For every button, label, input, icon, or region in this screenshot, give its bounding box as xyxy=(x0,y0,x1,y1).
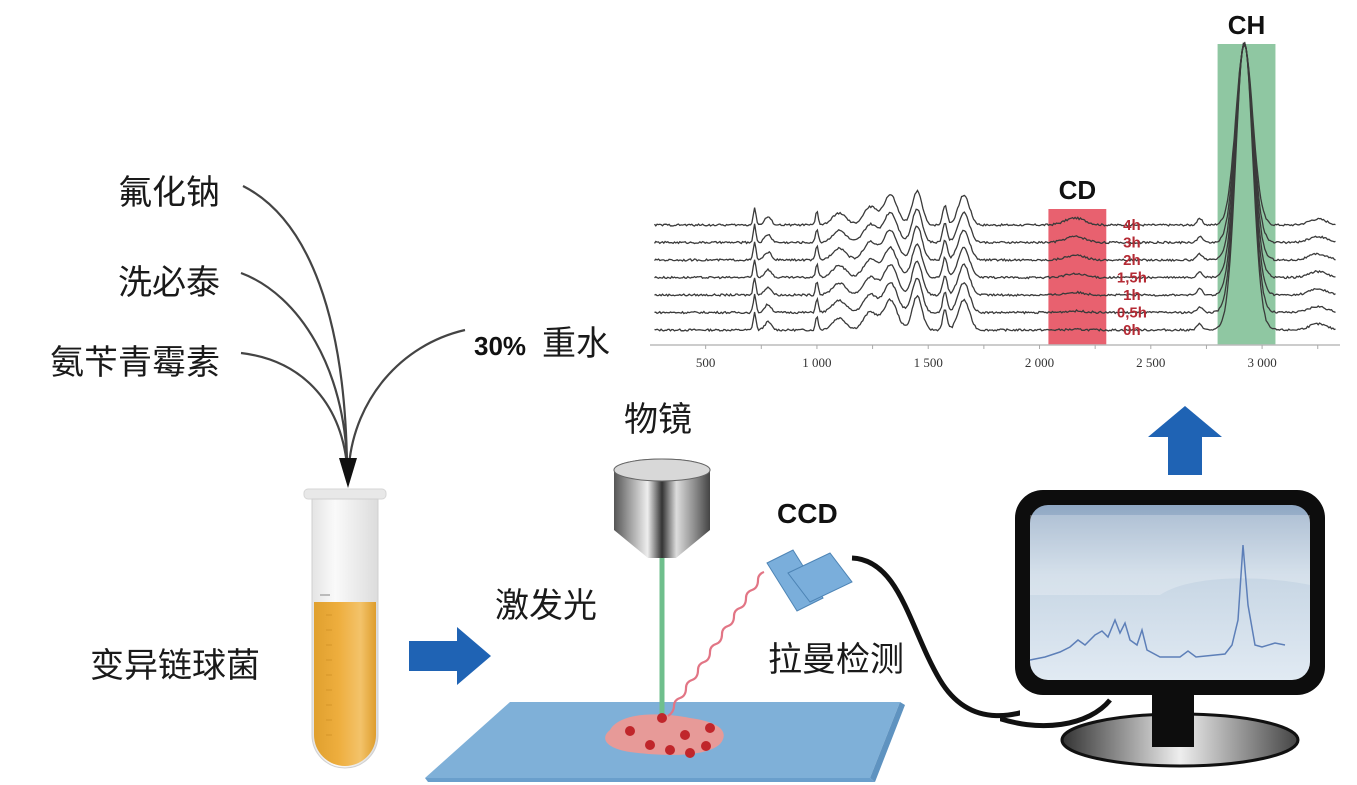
x-tick-label: 2 000 xyxy=(1025,355,1054,370)
time-label: 2h xyxy=(1123,252,1141,269)
time-label: 0h xyxy=(1123,322,1141,339)
ccd-cable xyxy=(851,555,1020,719)
x-tick-label: 1 500 xyxy=(914,355,943,370)
arrow-right-icon xyxy=(409,627,491,685)
band-label-ch: CH xyxy=(1228,10,1266,40)
heavy-water-text: 重水 xyxy=(542,324,611,364)
bacteria-sample xyxy=(605,714,724,755)
ccd-detector-icon xyxy=(766,549,853,612)
x-tick-label: 2 500 xyxy=(1136,355,1165,370)
reagent-curves xyxy=(240,185,466,488)
raman-setup xyxy=(425,458,1020,782)
sample-label: 变异链球菌 xyxy=(90,646,260,686)
objective-lens-icon xyxy=(613,458,711,558)
spectrum-line-1-5h xyxy=(654,41,1336,280)
screen-spectrum xyxy=(1029,544,1286,661)
time-label: 1h xyxy=(1123,287,1141,304)
x-tick-label: 500 xyxy=(696,355,716,370)
excitation-label: 激发光 xyxy=(495,586,597,626)
x-tick-label: 1 000 xyxy=(802,355,831,370)
curve-ampicillin xyxy=(240,351,349,466)
curve-heavy-water xyxy=(347,328,466,466)
spectrum-line-0-5h xyxy=(654,42,1336,315)
raman-scatter-wave xyxy=(667,570,765,717)
culture-liquid xyxy=(314,602,376,766)
reagent-label: 氨苄青霉素 xyxy=(50,343,220,383)
spectrum-line-2h xyxy=(654,42,1336,262)
time-label: 0,5h xyxy=(1117,305,1147,322)
arrow-down-icon xyxy=(339,458,357,488)
heavy-water-percent: 30% xyxy=(474,331,527,361)
arrow-up-icon xyxy=(1148,406,1222,475)
computer-monitor-icon xyxy=(1000,406,1325,768)
heavy-water-label: 30% 重水 xyxy=(474,316,610,365)
test-tube-icon xyxy=(303,488,387,769)
time-label: 3h xyxy=(1123,235,1141,252)
objective-label: 物镜 xyxy=(624,400,692,440)
spectrum-line-0h xyxy=(654,41,1336,333)
ccd-label: CCD xyxy=(777,498,838,529)
x-tick-label: 3 000 xyxy=(1247,355,1276,370)
band-label-cd: CD xyxy=(1059,175,1097,205)
curve-sodium-fluoride xyxy=(242,185,349,466)
reagent-label: 洗必泰 xyxy=(118,263,220,303)
raman-detection-label: 拉曼检测 xyxy=(768,640,904,680)
spectrum-line-4h xyxy=(653,44,1336,227)
raman-spectrum-chart: CD CH 500 1 000 1 500 2 000 2 500 3 000 0h0,5h1h… xyxy=(650,10,1340,370)
spectrum-line-1h xyxy=(654,42,1336,298)
curve-chlorhexidine xyxy=(240,271,349,466)
reagent-label: 氟化钠 xyxy=(118,173,220,213)
spectrum-line-3h xyxy=(653,43,1336,245)
time-label: 1,5h xyxy=(1117,270,1147,287)
time-label: 4h xyxy=(1123,217,1141,234)
